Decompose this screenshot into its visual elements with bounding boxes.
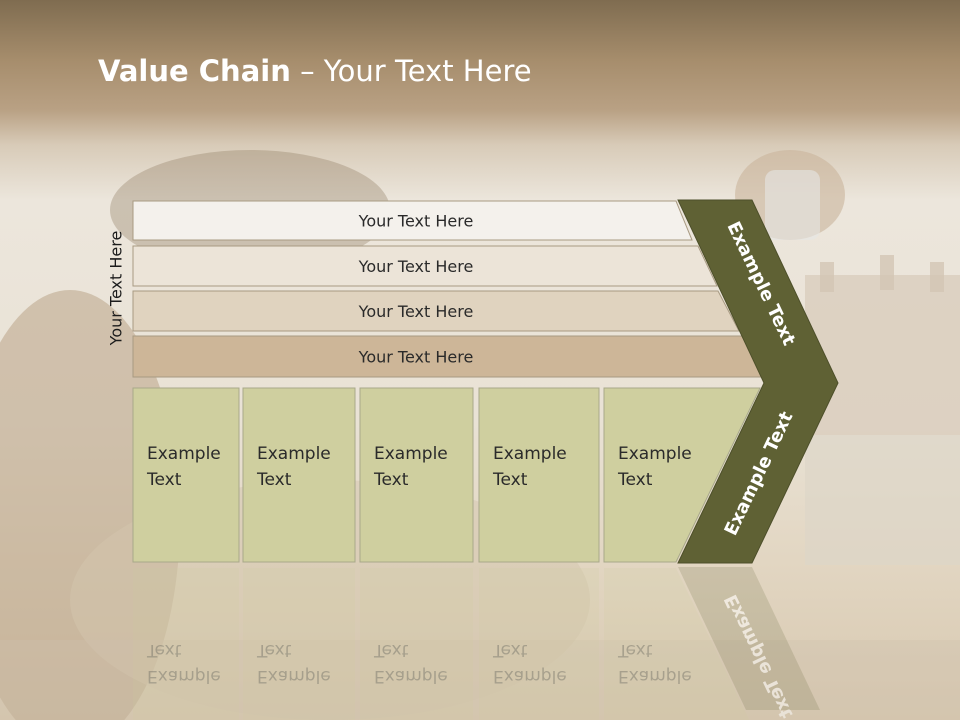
reflection-line1: Example bbox=[257, 666, 331, 686]
example-box-line1: Example bbox=[374, 444, 448, 464]
chevron-arrow bbox=[677, 199, 839, 564]
example-box-line2: Text bbox=[146, 470, 182, 490]
title-rest: – Your Text Here bbox=[290, 54, 532, 88]
value-bar-label: Your Text Here bbox=[358, 257, 474, 276]
reflection-line2: Text bbox=[146, 640, 182, 660]
reflection-line2: Text bbox=[373, 640, 409, 660]
example-box-reflection: Example Text bbox=[360, 568, 473, 720]
value-bar-label: Your Text Here bbox=[358, 348, 474, 367]
reflection-line1: Example bbox=[493, 666, 567, 686]
reflection-line1: Example bbox=[374, 666, 448, 686]
title-bold: Value Chain bbox=[98, 54, 291, 88]
example-box-line1: Example bbox=[147, 444, 221, 464]
value-bar bbox=[132, 245, 718, 287]
example-box-reflection: Example Text bbox=[479, 568, 599, 720]
example-box-line1: Example bbox=[618, 444, 692, 464]
reflection-line1: Example bbox=[147, 666, 221, 686]
slide-title: Value Chain – Your Text Here bbox=[98, 54, 532, 88]
value-bar-label: Your Text Here bbox=[358, 302, 474, 321]
example-box-line1: Example bbox=[257, 444, 331, 464]
example-box-line2: Text bbox=[617, 470, 653, 490]
example-box bbox=[242, 387, 356, 563]
example-box bbox=[132, 387, 240, 563]
reflection-line2: Text bbox=[256, 640, 292, 660]
example-box bbox=[478, 387, 600, 563]
example-box-reflection: Example Text bbox=[604, 568, 750, 720]
example-box bbox=[603, 387, 761, 563]
reflection-line2: Text bbox=[617, 640, 653, 660]
example-box bbox=[359, 387, 474, 563]
example-box-reflection: Example Text bbox=[133, 568, 239, 720]
value-bar-label: Your Text Here bbox=[358, 212, 474, 231]
value-bar bbox=[132, 200, 693, 241]
reflection-line1: Example bbox=[618, 666, 692, 686]
example-box-line2: Text bbox=[492, 470, 528, 490]
example-box-line2: Text bbox=[256, 470, 292, 490]
example-box-line2: Text bbox=[373, 470, 409, 490]
example-box-reflection: Example Text bbox=[243, 568, 355, 720]
value-bar bbox=[132, 290, 740, 332]
reflection-line2: Text bbox=[492, 640, 528, 660]
example-box-line1: Example bbox=[493, 444, 567, 464]
